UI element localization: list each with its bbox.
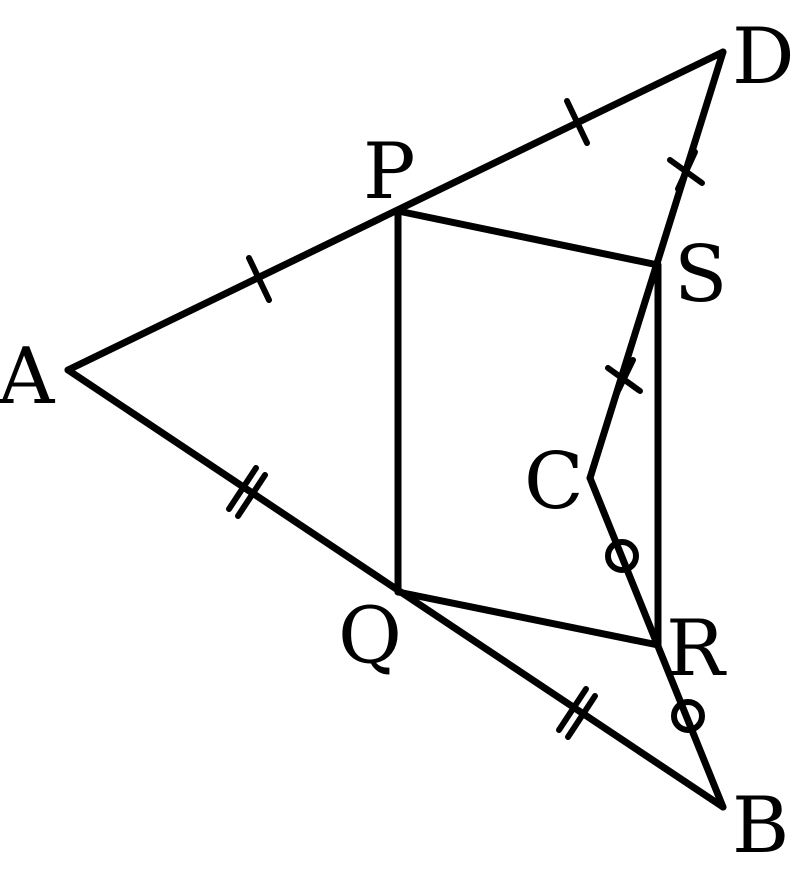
label-p: P bbox=[363, 127, 415, 217]
segment-ps bbox=[394, 207, 662, 269]
double-tick-mark-qb bbox=[556, 686, 598, 740]
circle-mark-cr bbox=[605, 539, 639, 573]
cross-mark-sc bbox=[605, 357, 643, 400]
label-b: B bbox=[732, 781, 789, 871]
tick-mark-ap bbox=[246, 255, 272, 303]
label-r: R bbox=[666, 604, 727, 694]
double-tick-mark-aq bbox=[226, 465, 268, 519]
label-s: S bbox=[674, 230, 727, 320]
label-q: Q bbox=[338, 591, 402, 681]
label-a: A bbox=[0, 332, 56, 422]
label-d: D bbox=[732, 12, 795, 102]
segment-qr bbox=[394, 588, 662, 649]
circle-mark-rb bbox=[671, 699, 705, 733]
label-c: C bbox=[524, 437, 584, 527]
tick-mark-pd bbox=[564, 98, 590, 146]
cross-mark-ds bbox=[667, 149, 705, 192]
